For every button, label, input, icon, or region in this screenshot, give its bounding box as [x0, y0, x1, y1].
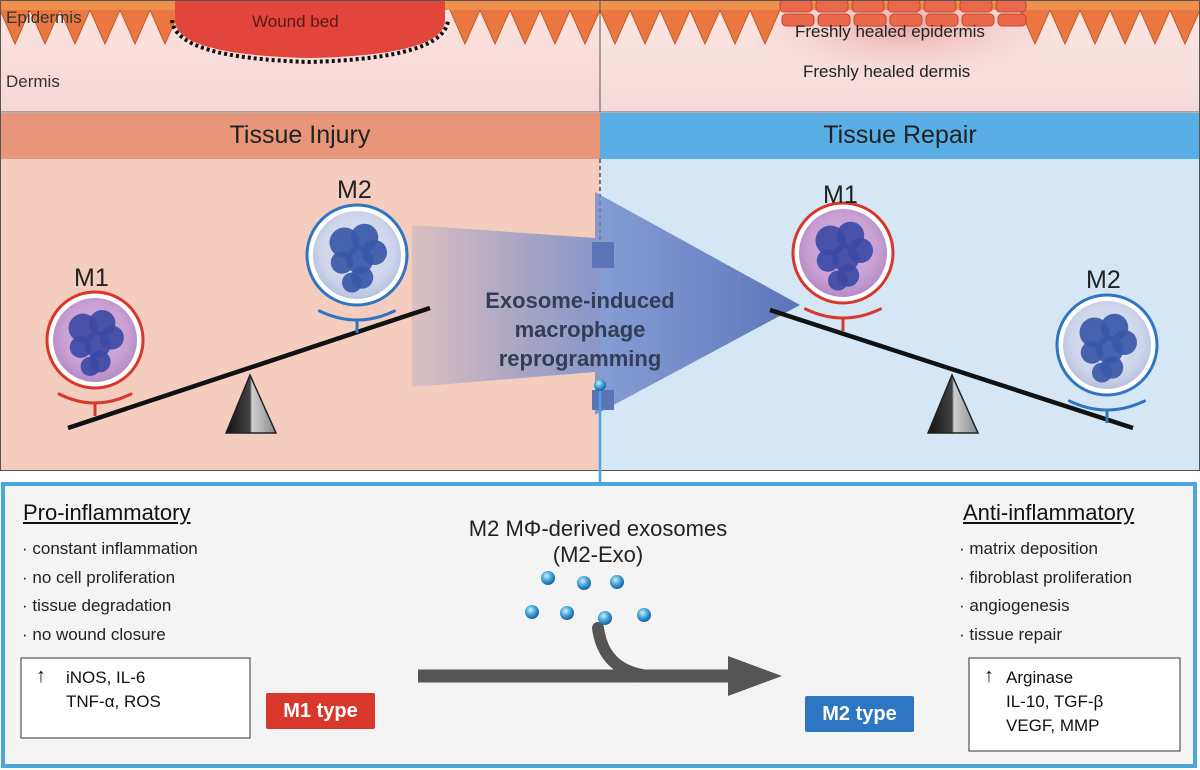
pro-bullet: no wound closure	[22, 621, 198, 650]
m2-marker: Arginase	[1006, 668, 1074, 687]
repair-band	[600, 113, 1200, 159]
m1-marker: iNOS, IL-6	[66, 668, 146, 687]
reprogramming-line-2: macrophage	[514, 317, 646, 342]
m2-marker: VEGF, MMP	[1006, 716, 1100, 735]
exosome-caption-line-2: (M2-Exo)	[552, 542, 644, 567]
healed-epidermis	[779, 0, 1027, 27]
m2-type-label: M2 type	[822, 703, 897, 725]
m1-marker: TNF-α, ROS	[66, 692, 161, 711]
label-left-m2: M2	[337, 176, 372, 204]
anti-bullet: angiogenesis	[959, 592, 1132, 621]
macrophage-m1-left	[45, 290, 145, 416]
heading-pro-inflammatory: Pro-inflammatory	[23, 500, 191, 525]
label-healed-dermis: Freshly healed dermis	[803, 62, 971, 81]
label-right-m1: M1	[823, 181, 858, 209]
anti-bullet-list: matrix deposition fibroblast proliferati…	[959, 535, 1132, 649]
macrophage-m1-right	[791, 201, 895, 331]
seesaw-left-beam	[67, 305, 431, 431]
exosome-beads	[525, 571, 651, 625]
pro-bullet: tissue degradation	[22, 592, 198, 621]
m1-marker-box	[20, 657, 251, 739]
m2-marker-box	[968, 657, 1181, 752]
transition-arrow-head	[728, 656, 782, 696]
reprogramming-line-3: reprogramming	[498, 346, 662, 371]
label-right-m2: M2	[1086, 266, 1121, 294]
reprogramming-line-1: Exosome-induced	[485, 288, 675, 313]
arrow-notch-top	[592, 242, 614, 268]
anti-bullet: matrix deposition	[959, 535, 1132, 564]
up-arrow-icon: ↑	[984, 665, 994, 687]
label-left-m1: M1	[74, 264, 109, 292]
label-healed-epidermis: Freshly healed epidermis	[795, 22, 985, 41]
injury-band	[0, 113, 600, 159]
pro-bullet-list: constant inflammation no cell proliferat…	[22, 535, 198, 650]
exosome-caption: M2 MΦ-derived exosomes (M2-Exo)	[418, 516, 778, 568]
m1-type-badge	[266, 693, 375, 729]
reprogramming-arrow	[412, 192, 800, 415]
title-tissue-repair: Tissue Repair	[823, 121, 977, 149]
anti-bullet: tissue repair	[959, 621, 1132, 650]
pro-bullet: constant inflammation	[22, 535, 197, 564]
m2-type-badge	[805, 696, 914, 732]
seesaw-left-fulcrum	[224, 373, 278, 434]
seesaw-right-fulcrum	[926, 373, 980, 434]
up-arrow-icon: ↑	[36, 665, 46, 687]
m1-type-label: M1 type	[283, 700, 358, 722]
m2-marker: IL-10, TGF-β	[1006, 692, 1104, 711]
heading-anti-inflammatory: Anti-inflammatory	[963, 500, 1135, 525]
title-tissue-injury: Tissue Injury	[229, 121, 371, 149]
label-epidermis: Epidermis	[6, 8, 82, 27]
wound-margin	[170, 19, 450, 65]
m2-markers: Arginase IL-10, TGF-β VEGF, MMP	[1006, 666, 1103, 738]
anti-bullet: fibroblast proliferation	[959, 564, 1132, 593]
connector-bead	[594, 379, 606, 391]
macrophage-m2-right	[1055, 293, 1159, 423]
m1-markers: iNOS, IL-6 TNF-α, ROS	[66, 666, 161, 714]
reprogramming-label: Exosome-induced macrophage reprogramming	[430, 286, 730, 373]
exosome-merge-curve	[592, 622, 656, 682]
pro-bullet: no cell proliferation	[22, 564, 198, 593]
wound-bed	[175, 0, 445, 58]
macrophage-m2-left	[305, 203, 409, 333]
seesaw-right-beam	[769, 307, 1134, 431]
label-wound-bed: Wound bed	[252, 12, 339, 31]
label-dermis: Dermis	[6, 72, 60, 91]
arrow-notch-bottom	[592, 390, 614, 410]
exosome-caption-line-1: M2 MΦ-derived exosomes	[468, 516, 728, 541]
